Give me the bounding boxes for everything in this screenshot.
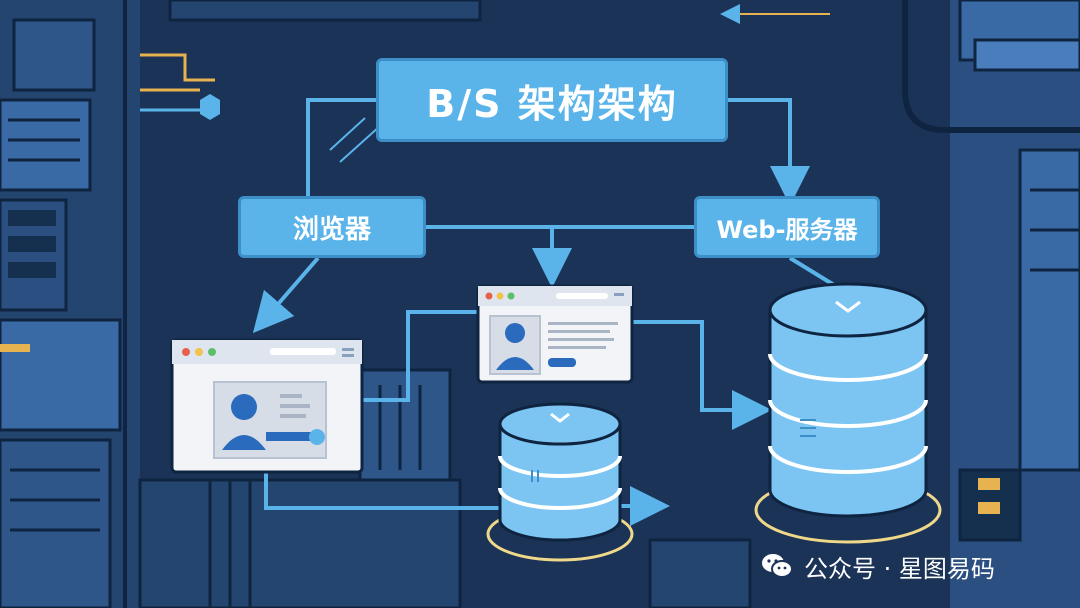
wechat-icon [762,554,793,578]
arrow-browser-to-left-window [252,256,320,334]
arrow-title-to-browser [306,98,376,196]
user-avatar-icon [231,394,257,420]
title-node: B/S 架构架构 [376,58,728,142]
database-large [754,282,942,544]
browser-label: 浏览器 [292,214,371,245]
browser-window-left [170,338,364,474]
watermark-label: 公众号 · 星图易码 [804,554,995,583]
user-avatar-icon [505,323,525,343]
watermark: 公众号 · 星图易码 [760,546,995,586]
browser-node: 浏览器 [238,196,426,258]
link-left-to-center-window [362,310,478,402]
database-small [486,402,634,562]
arrow-title-to-web-server [728,98,810,206]
title-label: B/S 架构架构 [426,81,678,126]
arrow-center-window-to-database [632,320,772,430]
web-server-node: Web-服务器 [694,196,880,258]
browser-window-center [476,284,634,384]
web-server-label: Web-服务器 [716,215,858,244]
link-left-window-to-small-db [264,472,500,510]
